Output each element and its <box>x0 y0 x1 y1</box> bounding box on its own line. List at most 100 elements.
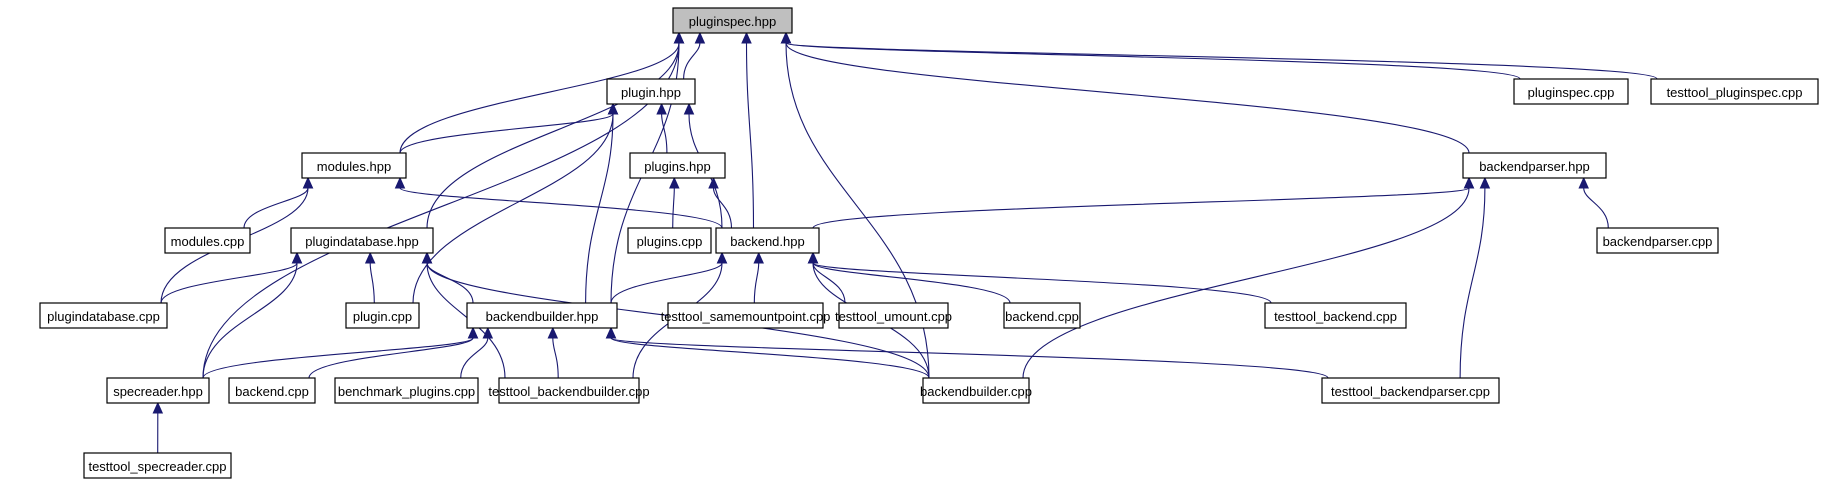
node-testtool-backendbuilder-cpp[interactable]: testtool_backendbuilder.cpp <box>488 377 650 404</box>
node-box <box>164 227 251 254</box>
edge-line <box>460 337 489 379</box>
node-box <box>83 452 232 479</box>
edge-line <box>202 262 298 379</box>
edge-line <box>552 337 559 379</box>
node-specreader-hpp[interactable]: specreader.hpp <box>106 377 210 404</box>
node-box <box>627 227 712 254</box>
node-label: testtool_backendbuilder.cpp <box>488 384 649 399</box>
node-testtool-backend-cpp[interactable]: testtool_backend.cpp <box>1264 302 1407 329</box>
node-plugins-hpp[interactable]: plugins.hpp <box>629 152 726 179</box>
edge-line <box>712 187 733 229</box>
node-label: backendbuilder.hpp <box>486 309 599 324</box>
node-box <box>1513 78 1629 105</box>
arrowhead-icon <box>291 251 303 264</box>
node-modules-cpp[interactable]: modules.cpp <box>164 227 251 254</box>
node-box <box>667 302 824 329</box>
edge-line <box>308 337 474 379</box>
node-backend-cpp-1[interactable]: backend.cpp <box>1003 302 1081 329</box>
node-backendparser-hpp[interactable]: backendparser.hpp <box>1462 152 1607 179</box>
arrowhead-icon <box>607 102 619 115</box>
node-pluginspec-hpp[interactable]: pluginspec.hpp <box>672 7 793 34</box>
edge-line <box>812 187 1470 229</box>
edge-specreader-hpp-to-plugindatabase-hpp <box>202 251 303 379</box>
node-box <box>1596 227 1719 254</box>
node-backendbuilder-hpp[interactable]: backendbuilder.hpp <box>466 302 618 329</box>
node-testtool-backendparser-cpp[interactable]: testtool_backendparser.cpp <box>1321 377 1500 404</box>
edge-line <box>369 262 375 304</box>
edge-line <box>785 42 1470 154</box>
node-label: modules.hpp <box>317 159 391 174</box>
arrowhead-icon <box>467 326 479 339</box>
node-pluginspec-cpp[interactable]: pluginspec.cpp <box>1513 78 1629 105</box>
node-label: specreader.hpp <box>113 384 203 399</box>
arrowhead-icon <box>394 176 406 189</box>
node-plugindatabase-cpp[interactable]: plugindatabase.cpp <box>39 302 168 329</box>
node-modules-hpp[interactable]: modules.hpp <box>301 152 407 179</box>
node-box <box>606 78 696 105</box>
edge-backendparser-cpp-to-backendparser-hpp <box>1578 176 1609 229</box>
node-plugins-cpp[interactable]: plugins.cpp <box>627 227 712 254</box>
edge-line <box>683 42 701 80</box>
edge-testtool-pluginspec-cpp-to-pluginspec-hpp <box>780 31 1658 80</box>
node-label: plugin.hpp <box>621 85 681 100</box>
node-box <box>1003 302 1081 329</box>
edge-testtool-backendparser-cpp-to-backendparser-hpp <box>1459 176 1491 379</box>
node-box <box>301 152 407 179</box>
node-testtool-specreader-cpp[interactable]: testtool_specreader.cpp <box>83 452 232 479</box>
node-label: backendparser.cpp <box>1603 234 1713 249</box>
node-backendparser-cpp[interactable]: backendparser.cpp <box>1596 227 1719 254</box>
node-plugin-hpp[interactable]: plugin.hpp <box>606 78 696 105</box>
edge-line <box>426 262 474 304</box>
edge-line <box>812 262 846 304</box>
node-box <box>715 227 820 254</box>
edge-backend-hpp-to-modules-hpp <box>394 176 723 229</box>
node-label: plugindatabase.cpp <box>47 309 160 324</box>
node-backend-hpp[interactable]: backend.hpp <box>715 227 820 254</box>
node-label: testtool_umount.cpp <box>835 309 952 324</box>
arrowhead-icon <box>1578 176 1589 189</box>
edge-backend-hpp-to-pluginspec-hpp <box>741 31 755 229</box>
edge-testtool-backendparser-cpp-to-backendbuilder-hpp <box>605 326 1329 379</box>
node-plugin-cpp[interactable]: plugin.cpp <box>345 302 420 329</box>
edge-plugindatabase-cpp-to-plugindatabase-hpp <box>160 251 303 304</box>
node-label: backend.cpp <box>235 384 309 399</box>
node-backendbuilder-cpp[interactable]: backendbuilder.cpp <box>920 377 1032 404</box>
node-box <box>334 377 479 404</box>
node-label: plugins.cpp <box>637 234 703 249</box>
arrowhead-icon <box>753 251 764 264</box>
node-testtool-samemountpoint-cpp[interactable]: testtool_samemountpoint.cpp <box>661 302 831 329</box>
arrowhead-icon <box>780 31 792 44</box>
edge-line <box>753 262 760 304</box>
edge-line <box>243 187 309 229</box>
arrowhead-icon <box>605 326 617 339</box>
edge-line <box>399 187 723 229</box>
edge-line <box>1459 187 1486 379</box>
edge-benchmark-plugins-cpp-to-backendbuilder-hpp <box>460 326 494 379</box>
edge-plugin-cpp-to-plugindatabase-hpp <box>364 251 376 304</box>
edge-line <box>812 262 1272 304</box>
node-box <box>466 302 618 329</box>
node-benchmark-plugins-cpp[interactable]: benchmark_plugins.cpp <box>334 377 479 404</box>
arrowhead-icon <box>669 176 680 189</box>
node-label: testtool_backend.cpp <box>1274 309 1397 324</box>
arrowhead-icon <box>807 251 819 264</box>
edge-line <box>1583 187 1609 229</box>
edge-line <box>672 187 675 229</box>
edge-line <box>585 113 614 304</box>
edge-line <box>1022 187 1470 379</box>
node-plugindatabase-hpp[interactable]: plugindatabase.hpp <box>290 227 434 254</box>
node-testtool-pluginspec-cpp[interactable]: testtool_pluginspec.cpp <box>1650 78 1819 105</box>
edge-backendbuilder-cpp-to-backendparser-hpp <box>1022 176 1475 379</box>
edge-testtool-samemountpoint-cpp-to-backend-hpp <box>753 251 764 304</box>
node-label: plugins.hpp <box>644 159 711 174</box>
node-backend-cpp-2[interactable]: backend.cpp <box>228 377 316 404</box>
node-testtool-umount-cpp[interactable]: testtool_umount.cpp <box>835 302 952 329</box>
node-box <box>106 377 210 404</box>
edge-line <box>412 113 614 304</box>
edge-backend-hpp-to-plugins-hpp <box>708 176 733 229</box>
edge-backend-cpp-1-to-backend-hpp <box>807 251 1011 304</box>
arrowhead-icon <box>421 251 433 264</box>
arrowhead-icon <box>656 102 667 115</box>
node-label: backend.cpp <box>1005 309 1079 324</box>
